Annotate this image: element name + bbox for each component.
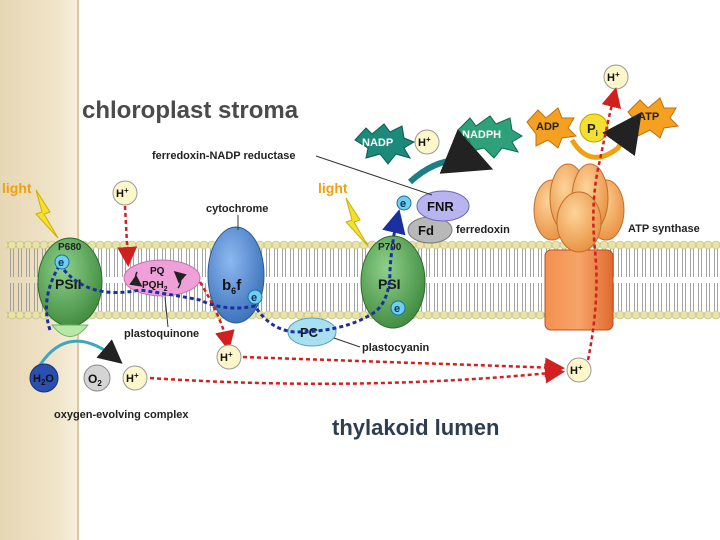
proton-stroma-pq: H+	[112, 180, 138, 206]
svg-text:H+: H+	[570, 363, 583, 377]
plastoquinone-label: plastoquinone	[124, 328, 199, 340]
svg-text:Pi: Pi	[587, 121, 598, 138]
svg-text:H+: H+	[607, 70, 620, 84]
cytochrome-b6f: b6f	[207, 226, 265, 324]
atp-synthase-stalk	[544, 249, 614, 331]
proton-lumen-oec: H+	[122, 365, 148, 391]
ferredoxin-label: ferredoxin	[456, 224, 510, 236]
svg-text:O2: O2	[88, 372, 102, 388]
adp-burst: ADP	[526, 107, 578, 149]
adp-label: ADP	[536, 121, 559, 133]
nadph-burst: NADPH	[457, 115, 523, 159]
oxygen-molecule: O2	[83, 364, 111, 392]
psii-label: PSII	[55, 276, 81, 292]
photosystem-ii: P680 PSII	[37, 237, 103, 327]
oec-shape	[50, 324, 90, 337]
proton-path-through-atp-synthase	[586, 87, 622, 361]
pc-label: PC	[300, 325, 319, 340]
nadph-reaction-arrow	[407, 129, 494, 185]
proton-lumen-atp: H+	[566, 357, 592, 383]
water-split-arrow	[38, 339, 123, 366]
svg-text:e: e	[400, 198, 406, 210]
p700-label: P700	[378, 242, 402, 253]
nadph-label: NADPH	[462, 129, 501, 141]
proton-path-pq-in	[117, 205, 138, 267]
svg-text:e: e	[251, 292, 257, 304]
b6f-electron: e	[247, 289, 263, 305]
photosystem-i: P700 PSI	[360, 235, 426, 329]
plastoquinone-pool: PQ PQH2	[123, 259, 201, 297]
p680-label: P680	[58, 242, 82, 253]
oec-label: oxygen-evolving complex	[54, 409, 189, 421]
svg-text:e: e	[394, 303, 400, 315]
lumen-title: thylakoid lumen	[332, 415, 499, 440]
fnr-pointer	[315, 155, 433, 196]
atp-synthase-head-5	[556, 191, 602, 253]
proton-path-lumen-to-atp	[149, 363, 565, 386]
psii-electron: e	[54, 254, 70, 270]
svg-text:H+: H+	[220, 350, 233, 364]
plastoquinone-pointer	[164, 296, 169, 328]
light-label-right: light	[318, 180, 348, 196]
atp-synthase-label: ATP synthase	[628, 223, 700, 235]
svg-text:PQH2: PQH2	[142, 280, 168, 293]
fnr-label-long: ferredoxin-NADP reductase	[152, 150, 295, 162]
pq-label: PQ	[150, 266, 165, 277]
plastocyanin-pointer	[333, 337, 361, 348]
fnr-electron: e	[396, 195, 412, 211]
svg-text:e: e	[58, 257, 64, 269]
proton-stroma-nadp: H+	[414, 129, 440, 155]
plastocyanin-label: plastocyanin	[362, 342, 430, 354]
ferredoxin-nadp-reductase: FNR	[416, 190, 470, 222]
proton-path-lumen-b6f-to-atp	[242, 355, 565, 378]
svg-text:b6f: b6f	[222, 277, 242, 296]
fd-label: Fd	[418, 223, 434, 238]
svg-text:H+: H+	[126, 371, 139, 385]
light-bolt-left-icon	[35, 189, 59, 239]
atp-synthesis-arrow	[569, 111, 642, 160]
atp-burst: ATP	[627, 97, 680, 139]
psi-electron: e	[390, 300, 406, 316]
electron-path-psii-start	[44, 267, 60, 331]
svg-text:H2O: H2O	[33, 373, 54, 387]
svg-text:H+: H+	[116, 186, 129, 200]
cytochrome-label: cytochrome	[206, 203, 268, 215]
electron-transport-path	[62, 209, 406, 334]
proton-stroma-atp: H+	[603, 64, 629, 90]
phosphate: Pi	[579, 113, 609, 143]
proton-lumen-b6f: H+	[216, 344, 242, 370]
fnr-label: FNR	[427, 199, 454, 214]
light-bolt-right-icon	[345, 197, 369, 247]
nadp-burst: NADP	[354, 123, 416, 165]
water-molecule: H2O	[29, 363, 59, 393]
light-label-left: light	[2, 180, 32, 196]
stroma-title: chloroplast stroma	[82, 97, 299, 124]
atp-label: ATP	[638, 111, 659, 123]
proton-path-b6f-out	[198, 281, 235, 351]
nadp-label: NADP	[362, 137, 393, 149]
plastocyanin: PC	[287, 317, 337, 347]
svg-text:H+: H+	[418, 135, 431, 149]
